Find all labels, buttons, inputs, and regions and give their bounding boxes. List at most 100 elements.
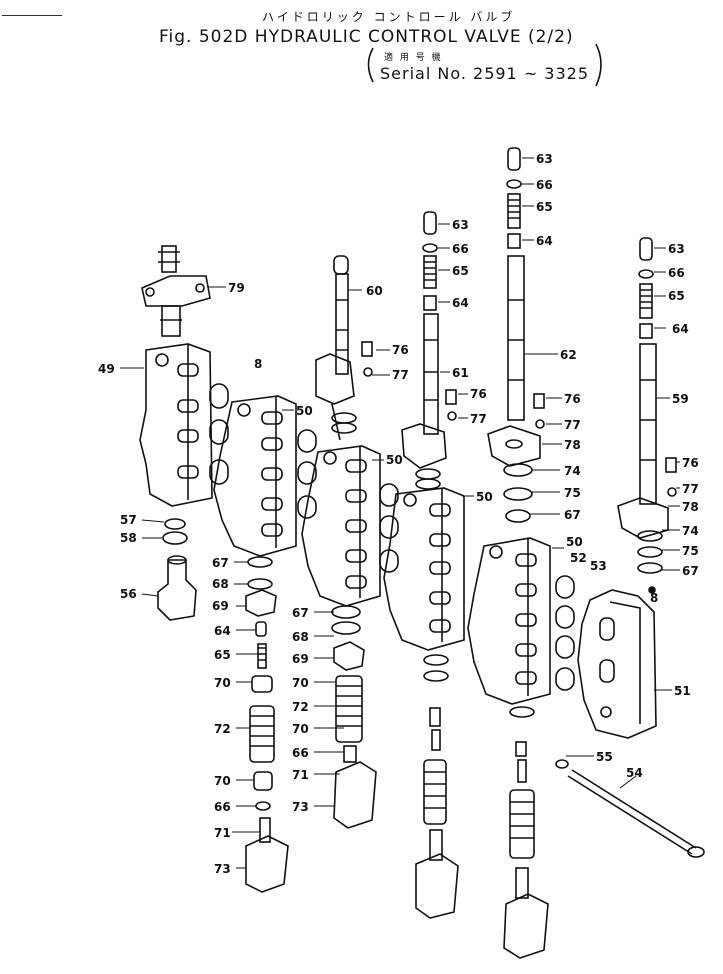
lower-stack-d: [503, 706, 549, 959]
callout-69-a: 69: [212, 599, 229, 613]
callout-50-c: 50: [476, 490, 493, 504]
callout-76-c: 76: [564, 392, 581, 406]
callout-66-a: 66: [452, 242, 469, 256]
serial-paren-right: [595, 43, 602, 87]
callout-55: 55: [596, 750, 613, 764]
spool-59: [617, 237, 669, 539]
callout-74-b: 74: [682, 524, 699, 538]
callout-65-c: 65: [668, 289, 685, 303]
bolt-76-d: [665, 457, 677, 497]
callout-64-c: 64: [672, 322, 689, 336]
callout-70-d: 70: [292, 722, 309, 736]
callout-70-c: 70: [292, 676, 309, 690]
tie-bolt-54: [567, 769, 705, 858]
serial-paren-left: [367, 47, 374, 83]
bolt-76-a: [361, 341, 373, 377]
callout-65-a: 65: [452, 264, 469, 278]
callout-65-b: 65: [536, 200, 553, 214]
callout-79: 79: [228, 281, 245, 295]
callout-68-b: 68: [292, 630, 309, 644]
callout-58: 58: [120, 531, 137, 545]
japanese-title: ハイドロリック コントロール バルブ: [262, 10, 516, 24]
callout-68-a: 68: [212, 577, 229, 591]
o-rings-column-a: [297, 429, 317, 519]
callout-63-a: 63: [452, 218, 469, 232]
callout-73-a: 73: [214, 862, 231, 876]
spool-60: [315, 255, 357, 441]
end-cap-56: [157, 555, 197, 621]
callout-50-d: 50: [566, 535, 583, 549]
figure-title: Fig. 502D HYDRAULIC CONTROL VALVE (2/2): [159, 27, 574, 47]
callout-61: 61: [452, 366, 469, 380]
bolt-76-b: [445, 389, 457, 421]
japanese-serial-label: 適 用 号 機: [384, 53, 443, 63]
callout-74-a: 74: [564, 464, 581, 478]
lever-bracket-79: [141, 245, 211, 337]
valve-body-49: [139, 343, 213, 507]
section-body-50-b: [301, 445, 381, 607]
callout-66-b: 66: [536, 178, 553, 192]
callout-53: 53: [590, 559, 607, 573]
callout-57: 57: [120, 513, 137, 527]
callout-63-b: 63: [536, 152, 553, 166]
callout-64-a: 64: [452, 296, 469, 310]
callout-62: 62: [560, 348, 577, 362]
callout-51: 51: [674, 684, 691, 698]
callout-50-b: 50: [386, 453, 403, 467]
lower-stack-a: [245, 556, 289, 893]
callout-76-b: 76: [470, 387, 487, 401]
callout-67-d: 67: [292, 606, 309, 620]
callout-73-b: 73: [292, 800, 309, 814]
end-body-51: [577, 589, 657, 739]
callout-78-b: 78: [682, 500, 699, 514]
callout-8-a: 8: [254, 357, 262, 371]
lower-stack-b: [331, 605, 377, 829]
callout-77-a: 77: [392, 368, 409, 382]
spool-61: [401, 211, 447, 490]
callout-67-c: 67: [212, 556, 229, 570]
section-body-50-a: [213, 395, 297, 557]
spool-62: [487, 147, 541, 467]
callout-59: 59: [672, 392, 689, 406]
bolt-76-c: [533, 393, 545, 429]
callout-63-c: 63: [668, 242, 685, 256]
callout-50-a: 50: [296, 404, 313, 418]
callout-71-b: 71: [292, 768, 309, 782]
callout-64-b: 64: [536, 234, 553, 248]
callout-67-b: 67: [682, 564, 699, 578]
callout-69-b: 69: [292, 652, 309, 666]
seals-74-75-67-a: [503, 463, 533, 523]
callout-77-d: 77: [682, 482, 699, 496]
callout-77-b: 77: [470, 412, 487, 426]
seals-74-75-67-b: [637, 530, 663, 594]
o-rings-column-left: [162, 383, 229, 545]
callout-66-e: 66: [292, 746, 309, 760]
serial-number-range: Serial No. 2591 ~ 3325: [380, 64, 590, 83]
callout-72-a: 72: [214, 722, 231, 736]
callout-72-b: 72: [292, 700, 309, 714]
lower-stack-c: [415, 654, 459, 919]
callout-75-b: 75: [682, 544, 699, 558]
callout-labels: 79 49 8 50 60 76 77 50 63 66 65 64 61 76…: [98, 152, 699, 876]
callout-60: 60: [366, 284, 383, 298]
section-body-50-c: [383, 487, 465, 651]
callout-78-a: 78: [564, 438, 581, 452]
washer-55: [555, 759, 569, 769]
callout-65-d: 65: [214, 648, 231, 662]
callout-70-a: 70: [214, 676, 231, 690]
o-rings-52: [555, 575, 575, 691]
callout-64-d: 64: [214, 624, 231, 638]
callout-77-c: 77: [564, 418, 581, 432]
callout-66-c: 66: [668, 266, 685, 280]
callout-75-a: 75: [564, 486, 581, 500]
section-body-50-d: [467, 537, 551, 705]
leader-lines: [120, 157, 680, 869]
callout-56: 56: [120, 587, 137, 601]
header-rule: [2, 15, 62, 16]
callout-76-a: 76: [392, 343, 409, 357]
callout-52: 52: [570, 551, 587, 565]
callout-67-a: 67: [564, 508, 581, 522]
callout-49: 49: [98, 362, 115, 376]
callout-66-d: 66: [214, 800, 231, 814]
